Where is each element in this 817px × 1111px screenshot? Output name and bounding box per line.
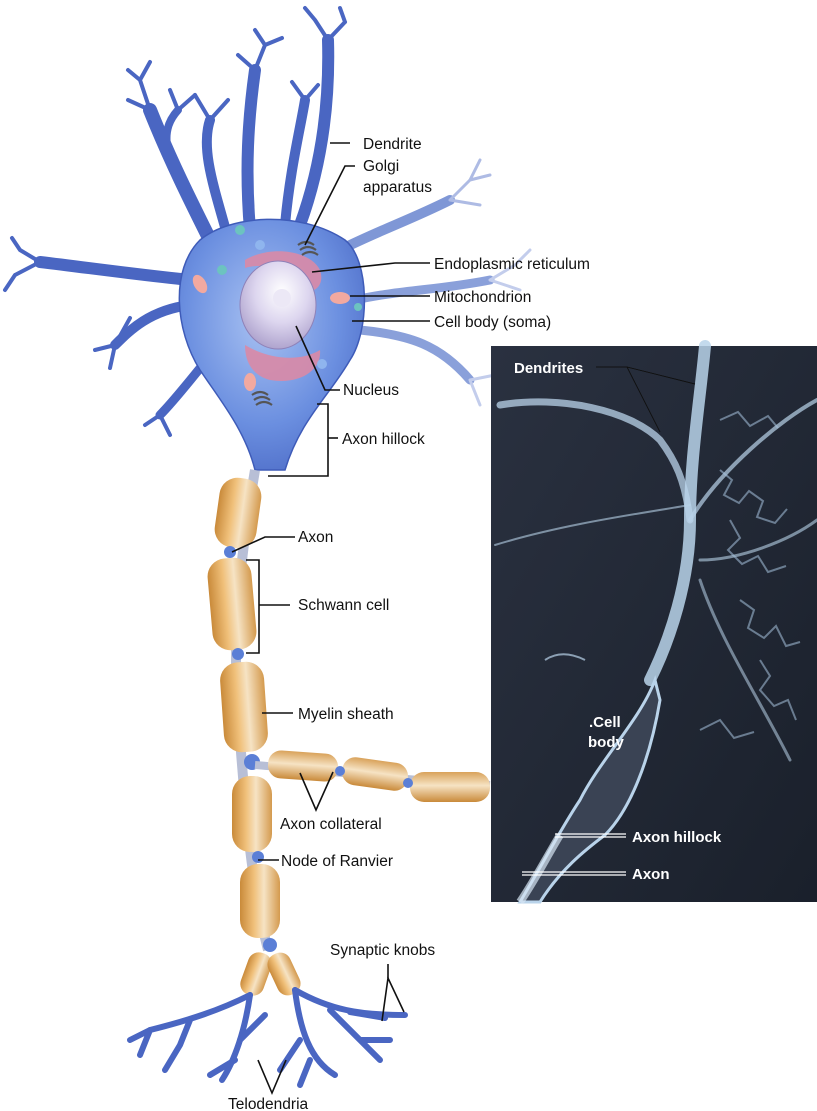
micro-label-dendrites: Dendrites	[514, 360, 583, 377]
micrograph-dendrites	[494, 340, 817, 762]
myelin-segment	[240, 864, 280, 938]
label-telodendria: Telodendria	[228, 1096, 309, 1111]
mitochondrion-2	[192, 274, 208, 294]
vesicle	[235, 225, 245, 235]
micro-label-cell-line1: .Cell	[589, 714, 621, 731]
label-axon-collateral: Axon collateral	[280, 816, 382, 833]
endoplasmic-reticulum-lower	[245, 345, 321, 381]
label-cell-body: Cell body (soma)	[434, 314, 551, 331]
micrograph-background	[491, 346, 817, 902]
node-of-ranvier	[232, 648, 244, 660]
node-of-ranvier	[403, 778, 413, 788]
myelin-segment	[220, 661, 268, 753]
label-mitochondrion: Mitochondrion	[434, 289, 531, 306]
node-of-ranvier	[335, 766, 345, 776]
illustration-labels: Dendrite Golgi apparatus Endoplasmic ret…	[228, 136, 590, 1111]
telodendria-branches	[127, 987, 408, 1088]
micrograph-axon	[516, 832, 564, 905]
micrograph-network	[699, 410, 801, 740]
myelin-segment	[342, 757, 408, 791]
vesicle	[354, 303, 362, 311]
label-nucleus: Nucleus	[343, 382, 399, 399]
label-axon: Axon	[298, 529, 333, 546]
nucleolus	[273, 289, 291, 307]
micrograph-panel: Dendrites .Cell body Axon hillock Axon	[491, 340, 817, 905]
node-of-ranvier	[252, 851, 264, 863]
myelin-segment	[410, 772, 490, 802]
axon-collateral	[254, 750, 491, 802]
label-schwann-cell: Schwann cell	[298, 597, 389, 614]
micro-label-axon: Axon	[632, 866, 670, 883]
micro-label-cell-line2: body	[588, 734, 624, 751]
vesicle	[317, 359, 327, 369]
label-golgi-line1: Golgi	[363, 158, 399, 175]
myelin-segment	[267, 750, 339, 782]
label-golgi-line2: apparatus	[363, 179, 432, 196]
mitochondrion-3	[244, 373, 256, 391]
myelin-segment	[214, 477, 262, 549]
label-synaptic-knobs: Synaptic knobs	[330, 942, 435, 959]
label-endoplasmic-reticulum: Endoplasmic reticulum	[434, 256, 590, 273]
vesicle	[255, 240, 265, 250]
node-of-ranvier	[263, 938, 277, 952]
myelin-segment	[207, 557, 257, 651]
axon-main	[207, 469, 280, 952]
myelin-segment	[232, 776, 272, 852]
label-axon-hillock: Axon hillock	[342, 431, 425, 448]
vesicle	[217, 265, 227, 275]
mitochondrion	[330, 292, 350, 304]
axon-terminals	[240, 952, 301, 996]
node-of-ranvier	[224, 546, 236, 558]
label-dendrite: Dendrite	[363, 136, 422, 153]
label-myelin-sheath: Myelin sheath	[298, 706, 394, 723]
label-node-of-ranvier: Node of Ranvier	[281, 853, 393, 870]
golgi-apparatus	[251, 240, 319, 406]
micro-label-axon-hillock: Axon hillock	[632, 829, 722, 846]
